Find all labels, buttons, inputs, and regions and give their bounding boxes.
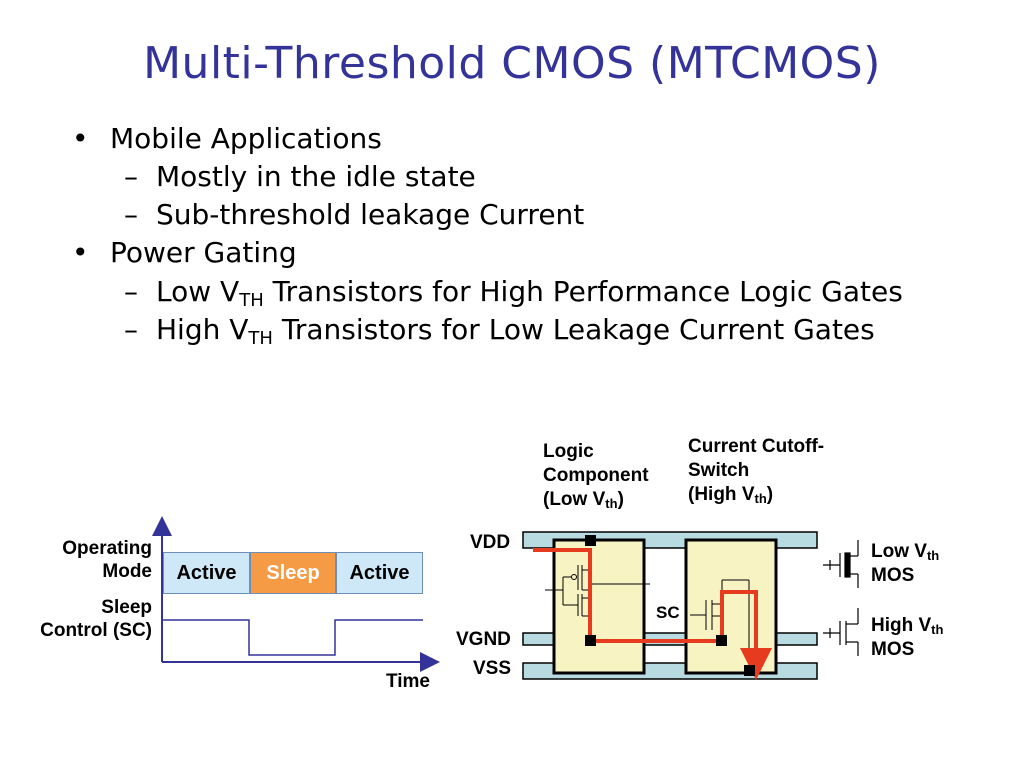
slide-title: Multi-Threshold CMOS (MTCMOS) [143,38,881,89]
dash-glyph: – [124,198,138,232]
mode-active-1: Active [163,552,250,594]
sleep-control-label: Sleep Control (SC) [40,597,152,641]
node-dot [744,665,755,676]
operating-mode-row: Active Sleep Active [163,552,423,594]
high-vth-mos-symbol [823,608,859,656]
legend-low-vth-label: Low Vth MOS [871,541,940,586]
mode-active-2: Active [336,552,423,594]
vgnd-label: VGND [456,629,511,650]
dash-glyph: – [124,274,138,308]
bullet-text: Mobile Applications [110,122,382,155]
sub-bullet-low-vth: – Low VTH Transistors for High Performan… [72,274,956,311]
bullet-text: Power Gating [110,236,297,270]
node-dot [585,635,596,646]
bullet-list: • Mobile Applications – Mostly in the id… [72,120,972,351]
time-label: Time [385,671,430,692]
vdd-label: VDD [470,532,511,553]
node-dot [716,635,727,646]
sub-bullet-text: Sub-threshold leakage Current [156,198,585,232]
vss-label: VSS [473,658,512,679]
sleep-control-waveform [163,619,423,656]
sub-bullet-text: Low VTH Transistors for High Performance… [156,274,903,311]
dash-glyph: – [124,312,138,346]
bullet-glyph: • [72,122,89,155]
sub-bullet-leakage: – Sub-threshold leakage Current [72,198,972,232]
sc-label: SC [656,603,680,622]
dash-glyph: – [124,160,138,194]
sub-bullet-text: High VTH Transistors for Low Leakage Cur… [156,312,875,349]
bullet-mobile-applications: • Mobile Applications [72,122,972,156]
bullet-power-gating: • Power Gating [72,236,972,270]
bullet-glyph: • [72,236,89,270]
node-dot [585,535,596,546]
logic-block [552,538,646,675]
sub-bullet-text: Mostly in the idle state [156,160,476,194]
sub-bullet-high-vth: – High VTH Transistors for Low Leakage C… [72,312,956,349]
sub-bullet-idle: – Mostly in the idle state [72,160,972,194]
low-vth-mos-symbol [823,540,859,588]
cutoff-switch-label: Current Cutoff-Switch (High Vth) [688,436,825,506]
logic-component-label: Logic Component (Low Vth) [543,441,649,511]
legend-high-vth-label: High Vth MOS [871,615,944,660]
switch-block [684,538,778,675]
operating-mode-label: Operating Mode [62,538,152,582]
mode-sleep: Sleep [250,552,336,594]
